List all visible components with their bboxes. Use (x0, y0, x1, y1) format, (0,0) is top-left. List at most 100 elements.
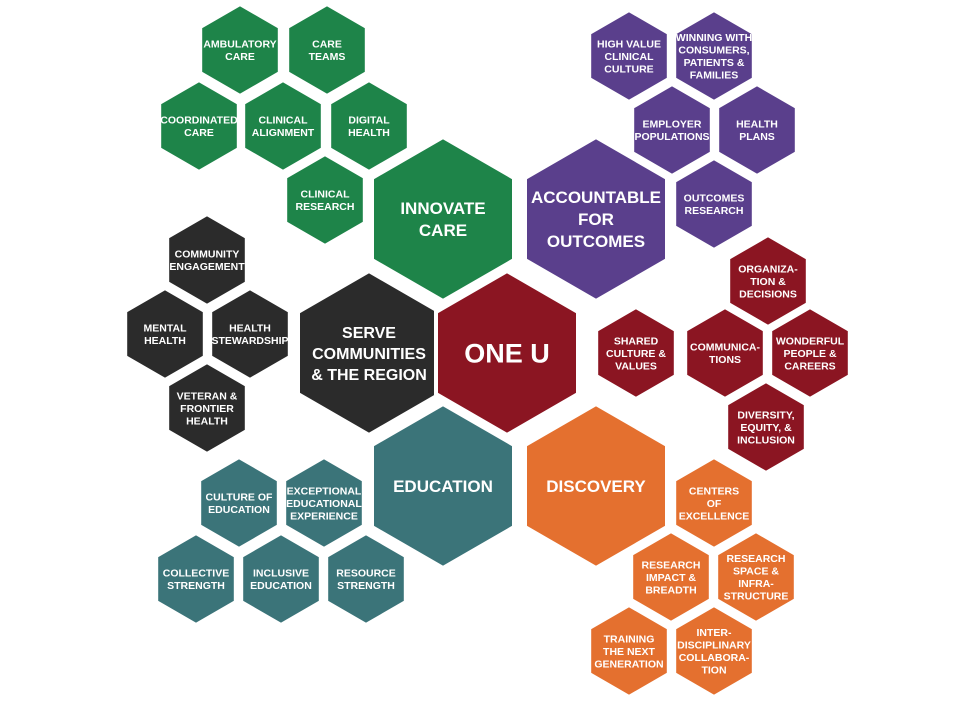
hex-research-space-infrastructure-label-line: RESEARCH (727, 553, 786, 565)
hex-digital-health-shape (327, 77, 411, 175)
hex-culture-of-education-label-line: EDUCATION (208, 504, 270, 516)
hex-culture-of-education-label-line: CULTURE OF (206, 492, 273, 504)
hex-wonderful-people-careers-shape (768, 304, 852, 402)
hex-communications-label-line: COMMUNICA- (690, 342, 760, 354)
hex-outcomes-research-label-line: OUTCOMES (684, 193, 745, 205)
hex-winning-with-consumers-shape (672, 7, 756, 105)
hex-clinical-alignment-label-line: CLINICAL (259, 115, 309, 127)
hex-health-stewardship-label-line: STEWARDSHIP (211, 335, 288, 347)
hex-shared-culture-values-shape (594, 304, 678, 402)
hex-exceptional-educational-experience-shape (282, 454, 366, 552)
hex-mental-health-shape (123, 285, 207, 383)
hex-serve-communities-label-line: SERVE (342, 325, 396, 342)
hex-one-u-label-line: ONE U (464, 339, 550, 369)
hex-community-engagement-label-line: COMMUNITY (175, 249, 240, 261)
hex-employer-populations-label-line: POPULATIONS (634, 131, 709, 143)
hex-culture-of-education-shape (197, 454, 281, 552)
hex-community-engagement-shape (165, 211, 249, 309)
hex-organization-decisions-label-line: ORGANIZA- (738, 263, 798, 275)
hex-discovery-label-line: DISCOVERY (546, 477, 646, 496)
hex-health-plans-label-line: HEALTH (736, 119, 778, 131)
hex-clinical-research-label-line: RESEARCH (296, 201, 355, 213)
hex-training-next-generation-label-line: GENERATION (594, 658, 663, 670)
hex-mental-health-label-line: MENTAL (144, 323, 188, 335)
hex-centers-of-excellence-shape (672, 454, 756, 552)
hex-training-next-generation-shape (587, 602, 671, 700)
hex-organization-decisions-label-line: TION & (750, 276, 786, 288)
hex-health-stewardship-shape (208, 285, 292, 383)
hex-diversity-equity-inclusion-label-line: EQUITY, & (740, 422, 792, 434)
hex-one-u: ONE U (434, 268, 580, 438)
hex-research-impact-breadth-shape (629, 528, 713, 626)
hex-discovery-shape (523, 401, 669, 571)
hex-ambulatory-care-label-line: AMBULATORY (203, 39, 276, 51)
hex-accountable-for-outcomes-label-line: FOR (578, 210, 614, 229)
hex-training-next-generation-label-line: TRAINING (604, 633, 655, 645)
hex-centers-of-excellence-label-line: OF (707, 498, 722, 510)
hex-winning-with-consumers-label-line: FAMILIES (690, 70, 738, 82)
hex-communications-label-line: TIONS (709, 354, 741, 366)
hex-high-value-clinical-culture-label-line: CLINICAL (605, 51, 655, 63)
hex-winning-with-consumers-label-line: PATIENTS & (684, 57, 745, 69)
hex-shared-culture-values-label-line: SHARED (614, 335, 659, 347)
hex-care-teams-label-line: CARE (312, 39, 342, 51)
hex-exceptional-educational-experience-label-line: EDUCATIONAL (286, 498, 362, 510)
hex-organization-decisions: ORGANIZA-TION &DECISIONS (726, 232, 810, 330)
hex-employer-populations-shape (630, 81, 714, 179)
hex-collective-strength-label-line: STRENGTH (167, 580, 225, 592)
hex-high-value-clinical-culture-label-line: CULTURE (604, 63, 653, 75)
hex-care-teams-label-line: TEAMS (309, 51, 346, 63)
hex-inclusive-education-shape (239, 530, 323, 628)
hex-diversity-equity-inclusion-label-line: INCLUSION (737, 434, 795, 446)
hex-shared-culture-values-label-line: CULTURE & (606, 348, 666, 360)
hex-outcomes-research-label-line: RESEARCH (685, 205, 744, 217)
hex-communications: COMMUNICA-TIONS (683, 304, 767, 402)
hex-winning-with-consumers-label-line: CONSUMERS, (678, 45, 749, 57)
hex-innovate-care-label-line: INNOVATE (400, 199, 485, 218)
hex-serve-communities-label-line: COMMUNITIES (312, 346, 426, 363)
hex-exceptional-educational-experience-label-line: EXCEPTIONAL (287, 485, 362, 497)
hex-inclusive-education-label-line: EDUCATION (250, 580, 312, 592)
hex-digital-health-label-line: DIGITAL (348, 115, 390, 127)
hex-accountable-for-outcomes-label-line: OUTCOMES (547, 232, 645, 251)
hex-clinical-alignment-shape (241, 77, 325, 175)
hex-care-teams-shape (285, 1, 369, 99)
hex-wonderful-people-careers-label-line: PEOPLE & (783, 348, 837, 360)
hex-ambulatory-care-shape (198, 1, 282, 99)
hex-discovery: DISCOVERY (523, 401, 669, 571)
hex-coordinated-care-label-line: COORDINATED (160, 115, 238, 127)
hex-research-space-infrastructure-label-line: INFRA- (738, 578, 774, 590)
hex-shared-culture-values-label-line: VALUES (615, 360, 657, 372)
hex-digital-health-label-line: HEALTH (348, 127, 390, 139)
hex-health-stewardship-label-line: HEALTH (229, 323, 271, 335)
hex-winning-with-consumers-label-line: WINNING WITH (676, 32, 752, 44)
hex-education: EDUCATION (370, 401, 516, 571)
hex-outcomes-research-shape (672, 155, 756, 253)
hex-veteran-frontier-health-label-line: FRONTIER (180, 403, 234, 415)
hex-high-value-clinical-culture-shape (587, 7, 671, 105)
hex-wonderful-people-careers-label-line: WONDERFUL (776, 335, 845, 347)
hex-research-impact-breadth-label-line: BREADTH (645, 584, 696, 596)
hex-veteran-frontier-health-label-line: VETERAN & (177, 390, 238, 402)
hex-interdisciplinary-collaboration-label-line: COLLABORA- (679, 652, 750, 664)
hex-accountable-for-outcomes-label-line: ACCOUNTABLE (531, 188, 661, 207)
